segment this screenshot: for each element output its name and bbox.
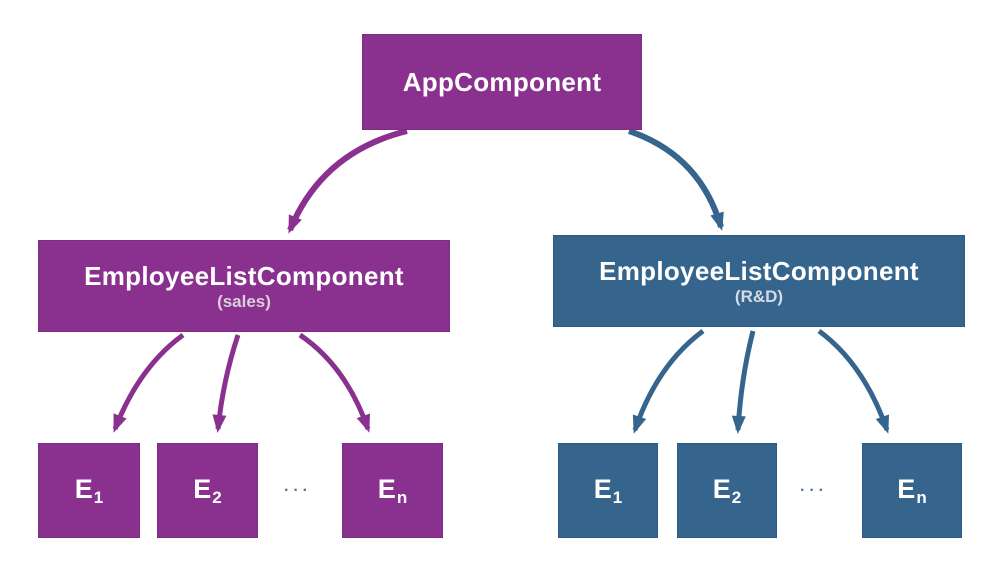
ellipsis-sales: ··· [284, 482, 312, 499]
arrow-root-to-rnd [628, 128, 724, 231]
node-sublabel: (sales) [217, 292, 271, 312]
leaf-subscript: 1 [93, 487, 104, 507]
leaf-rnd-e2: E2 [677, 443, 777, 538]
node-label: EmployeeListComponent [599, 255, 919, 286]
arrow-root-to-sales [287, 128, 408, 234]
ellipsis-rnd: ··· [800, 482, 828, 499]
leaf-label: En [377, 473, 408, 507]
node-label: EmployeeListComponent [84, 260, 404, 291]
leaf-label: E2 [193, 473, 222, 507]
leaf-rnd-en: En [862, 443, 962, 538]
leaf-subscript: 2 [731, 487, 742, 507]
leaf-label: E1 [593, 473, 623, 507]
leaf-subscript: 2 [212, 487, 222, 507]
leaf-label: E2 [712, 473, 742, 507]
leaf-subscript: 1 [612, 487, 623, 507]
node-employee-list-sales: EmployeeListComponent (sales) [38, 240, 450, 332]
leaf-sales-e1: E1 [38, 443, 140, 538]
leaf-subscript: n [916, 487, 927, 507]
leaf-subscript: n [396, 487, 408, 507]
arrow-rnd-to-en [817, 328, 890, 434]
arrow-sales-to-en [298, 332, 371, 433]
leaf-label: En [897, 473, 927, 507]
leaf-sales-e2: E2 [157, 443, 258, 538]
arrow-rnd-to-e1 [632, 328, 705, 434]
arrow-sales-to-e1 [112, 332, 185, 433]
node-sublabel: (R&D) [734, 287, 784, 307]
node-employee-list-rnd: EmployeeListComponent (R&D) [553, 235, 965, 327]
arrow-rnd-to-e2 [731, 330, 756, 434]
leaf-rnd-e1: E1 [558, 443, 658, 538]
leaf-label: E1 [74, 473, 104, 507]
arrow-sales-to-e2 [212, 334, 241, 433]
node-app-component: AppComponent [362, 34, 642, 130]
node-label: AppComponent [402, 66, 602, 97]
leaf-sales-en: En [342, 443, 443, 538]
